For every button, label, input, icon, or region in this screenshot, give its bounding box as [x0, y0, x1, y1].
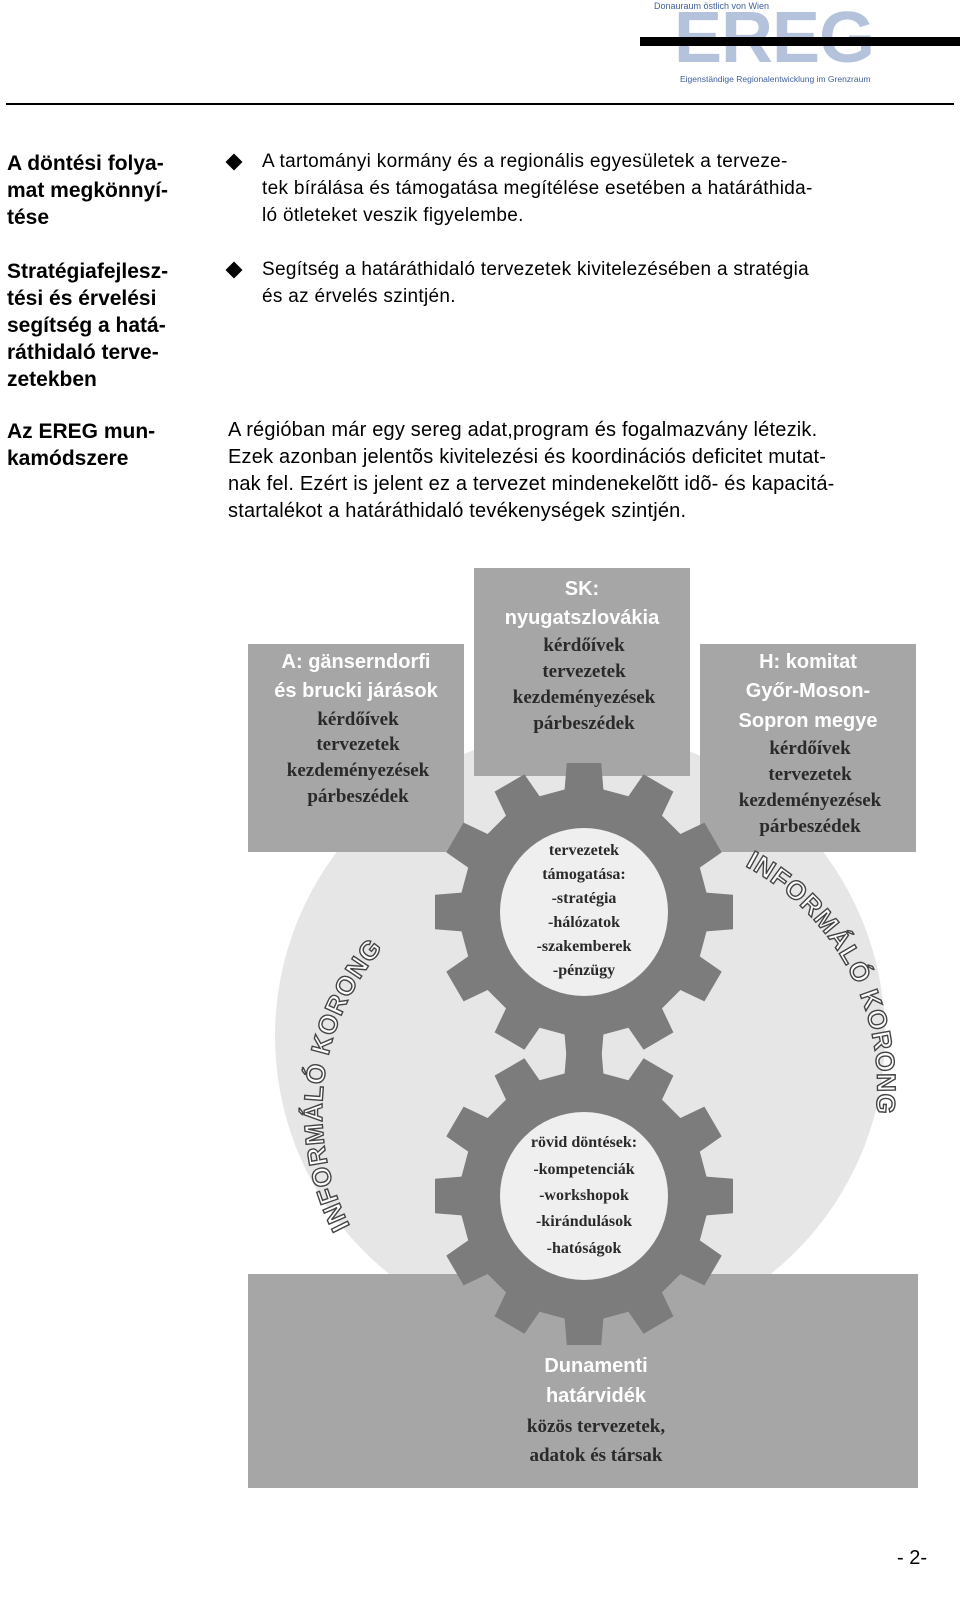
box-austria-title: A: gänserndorfi — [282, 651, 431, 673]
box-hungary-item: kérdőívek — [769, 738, 851, 759]
bullet-line: A tartományi kormány és a regionális egy… — [262, 148, 948, 175]
box-danube-item: közös tervezetek, — [527, 1416, 665, 1437]
heading-line: mat megkönnyí- — [7, 177, 207, 204]
heading-line: tése — [7, 204, 207, 231]
box-slovakia-item: kezdeményezések — [513, 687, 656, 708]
box-hungary-item: párbeszédek — [759, 816, 861, 837]
gear-bottom-line: -hatóságok — [547, 1240, 622, 1257]
gear-top-line: tervezetek — [549, 842, 619, 859]
heading-line: A döntési folya- — [7, 150, 207, 177]
box-danube-title: Dunamenti — [544, 1355, 647, 1377]
bullet-line: Segítség a határáthidaló tervezetek kivi… — [262, 256, 948, 283]
box-slovakia-item: tervezetek — [542, 661, 626, 682]
gear-top-line: támogatása: — [542, 866, 626, 883]
bullet-line: ló ötleteket veszik figyelembe. — [262, 202, 948, 229]
box-austria-title: és brucki járások — [274, 680, 438, 702]
box-austria-item: kezdeményezések — [287, 760, 430, 781]
box-danube-item: adatok és társak — [529, 1445, 662, 1466]
heading-line: Stratégiafejlesz- — [7, 258, 207, 285]
box-austria-item: tervezetek — [316, 734, 400, 755]
paragraph-line: A régióban már egy sereg adat,program és… — [228, 417, 953, 444]
sidebar-heading-strategy: Stratégiafejlesz- tési és érvelési segít… — [7, 258, 207, 393]
box-danube-title: határvidék — [546, 1385, 647, 1407]
box-slovakia-title: SK: — [565, 578, 599, 600]
box-slovakia-title: nyugatszlovákia — [505, 607, 660, 629]
diamond-bullet-icon — [226, 154, 243, 171]
heading-line: zetekben — [7, 366, 207, 393]
box-austria-item: kérdőívek — [317, 709, 399, 730]
body-paragraph: A régióban már egy sereg adat,program és… — [228, 417, 953, 525]
heading-line: kamódszere — [7, 445, 207, 472]
box-austria-item: párbeszédek — [307, 786, 409, 807]
box-hungary-title: H: komitat — [759, 651, 857, 673]
heading-line: segítség a hatá- — [7, 312, 207, 339]
header-rule — [6, 103, 954, 105]
page-number: - 2- — [897, 1547, 927, 1570]
paragraph-line: nak fel. Ezért is jelent ez a tervezet m… — [228, 471, 953, 498]
gear-top-line: -stratégia — [552, 890, 617, 907]
box-hungary-title: Sopron megye — [739, 710, 878, 732]
bullet-item: A tartományi kormány és a regionális egy… — [228, 148, 948, 229]
box-hungary-item: tervezetek — [768, 764, 852, 785]
gear-top-line: -hálózatok — [548, 914, 620, 931]
bullet-item: Segítség a határáthidaló tervezetek kivi… — [228, 256, 948, 310]
box-hungary-item: kezdeményezések — [739, 790, 882, 811]
bullet-line: és az érvelés szintjén. — [262, 283, 948, 310]
paragraph-line: Ezek azonban jelentõs kivitelezési és ko… — [228, 444, 953, 471]
bullet-line: tek bírálása és támogatása megítélése es… — [262, 175, 948, 202]
sidebar-heading-method: Az EREG mun- kamódszere — [7, 418, 207, 472]
gear-bottom-line: -kirándulások — [536, 1213, 632, 1230]
logo-bar — [640, 37, 960, 46]
gear-bottom-line: -workshopok — [539, 1187, 629, 1204]
diamond-bullet-icon — [226, 262, 243, 279]
box-slovakia-item: párbeszédek — [533, 713, 635, 734]
logo-tagline-top: Donauraum östlich von Wien — [654, 1, 769, 11]
box-slovakia-item: kérdőívek — [543, 635, 625, 656]
heading-line: ráthidaló terve- — [7, 339, 207, 366]
paragraph-line: startalékot a határáthidaló tevékenysége… — [228, 498, 953, 525]
gear-bottom-line: -kompetenciák — [533, 1161, 634, 1178]
gear-bottom-line: rövid döntések: — [531, 1134, 637, 1151]
logo-tagline-bottom: Eigenständige Regionalentwicklung im Gre… — [680, 74, 870, 84]
ereg-logo: EREG Donauraum östlich von Wien Eigenstä… — [640, 0, 960, 88]
gear-top-line: -pénzügy — [553, 962, 615, 979]
ereg-process-diagram: A: gänserndorfi és brucki járások SK: ny… — [240, 566, 930, 1494]
heading-line: Az EREG mun- — [7, 418, 207, 445]
box-hungary-title: Győr-Moson- — [746, 680, 870, 702]
heading-line: tési és érvelési — [7, 285, 207, 312]
sidebar-heading-decision: A döntési folya- mat megkönnyí- tése — [7, 150, 207, 231]
gear-top-line: -szakemberek — [537, 938, 632, 955]
